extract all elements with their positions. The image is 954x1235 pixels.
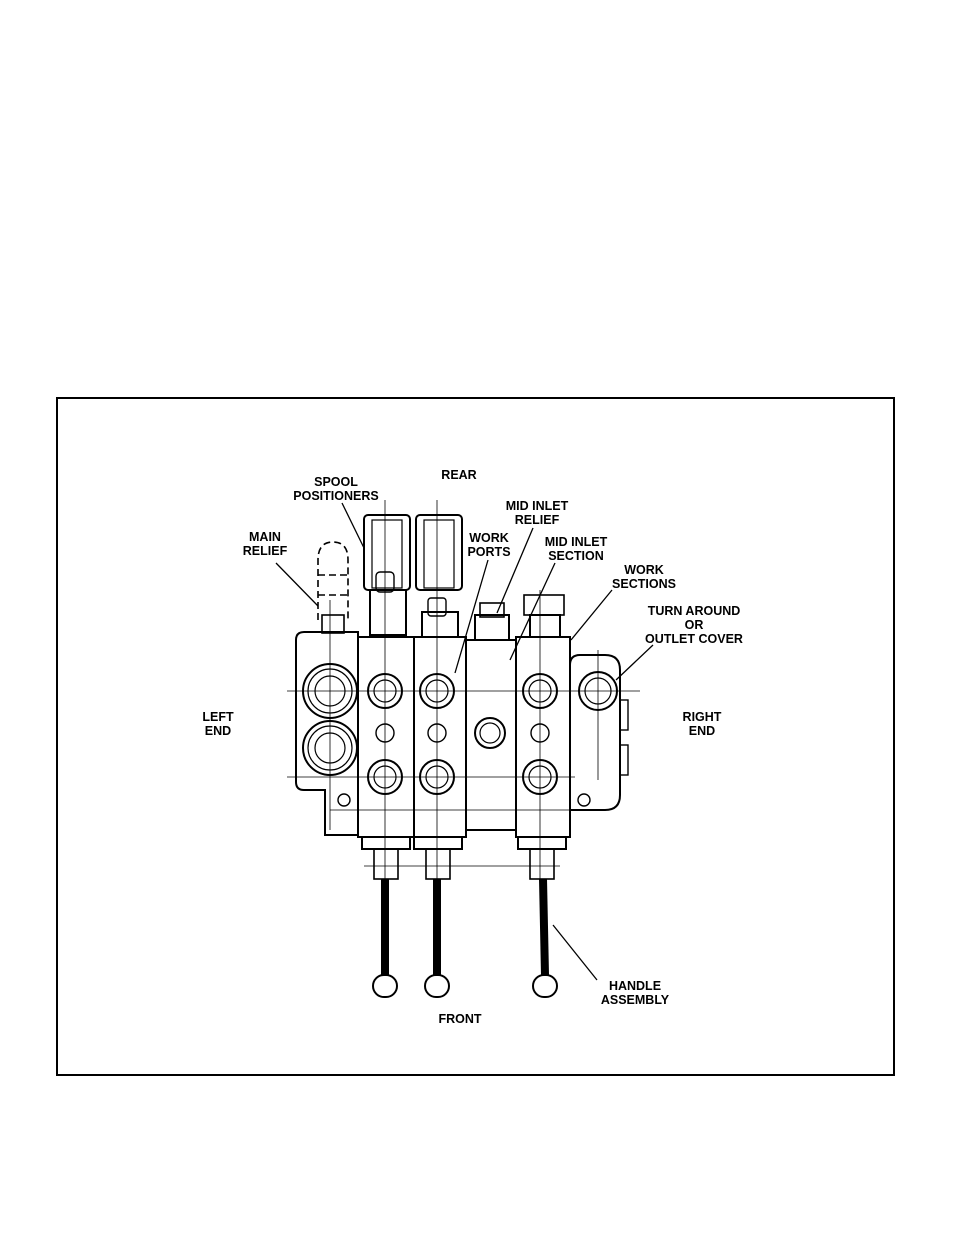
label-mid-inlet-relief: MID INLET RELIEF — [506, 499, 569, 527]
label-line: OUTLET COVER — [645, 632, 743, 646]
work-section-1 — [357, 514, 415, 998]
label-right-end: RIGHT END — [683, 710, 722, 738]
label-line: SPOOL — [314, 475, 358, 489]
label-line: MID INLET — [505, 499, 569, 513]
label-line: WORK — [624, 563, 664, 577]
label-line: END — [688, 724, 716, 738]
label-line: SECTION — [548, 549, 604, 563]
label-work-sections: WORK SECTIONS — [612, 563, 676, 591]
label-rear: REAR — [441, 468, 476, 482]
label-main-relief: MAIN RELIEF — [243, 530, 287, 558]
outlet-cover — [569, 654, 629, 811]
label-line: RELIEF — [242, 544, 288, 558]
label-rear-text: REAR — [441, 468, 477, 482]
label-front: FRONT — [438, 1012, 481, 1026]
mid-inlet-section — [465, 602, 517, 831]
label-line: TURN AROUND — [647, 604, 741, 618]
label-line: OR — [684, 618, 704, 632]
label-line: WORK — [469, 531, 509, 545]
label-line: RIGHT — [682, 710, 722, 724]
label-turn-around: TURN AROUND OR OUTLET COVER — [645, 604, 743, 646]
left-end-housing — [295, 631, 359, 836]
label-line: HANDLE — [608, 979, 662, 993]
label-line: MAIN — [249, 530, 281, 544]
label-line: POSITIONERS — [293, 489, 379, 503]
label-handle-assembly: HANDLE ASSEMBLY — [601, 979, 669, 1007]
label-line: END — [204, 724, 232, 738]
label-line: PORTS — [467, 545, 511, 559]
centerlines — [287, 500, 640, 880]
label-line: MID INLET — [544, 535, 608, 549]
work-section-2 — [413, 514, 467, 998]
label-line: SECTIONS — [612, 577, 676, 591]
main-relief — [317, 541, 349, 634]
label-left-end: LEFT END — [202, 710, 233, 738]
figure-frame — [56, 397, 895, 1076]
label-work-ports: WORK PORTS — [467, 531, 510, 559]
label-line: ASSEMBLY — [600, 993, 670, 1007]
label-line: LEFT — [202, 710, 234, 724]
label-front-text: FRONT — [438, 1012, 482, 1026]
label-line: RELIEF — [514, 513, 560, 527]
label-spool-positioners: SPOOL POSITIONERS — [293, 475, 378, 503]
leader-lines — [275, 502, 654, 981]
label-mid-inlet-section: MID INLET SECTION — [545, 535, 608, 563]
